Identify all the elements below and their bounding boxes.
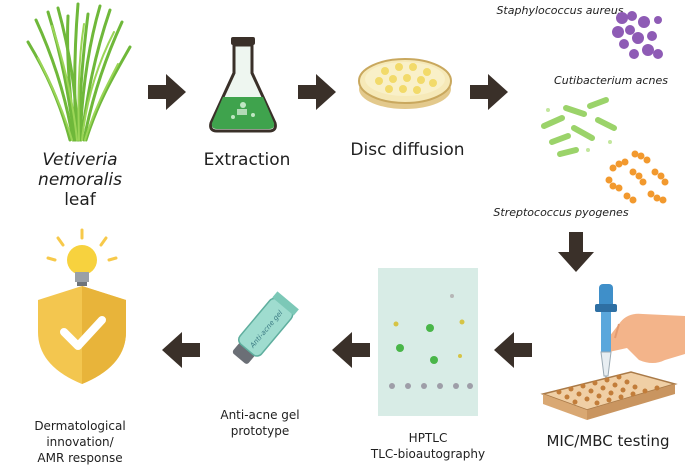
- tlc-plate: [378, 268, 478, 416]
- flask-icon: [209, 37, 277, 133]
- gel-tube-icon: Anti-acne gel: [232, 291, 299, 364]
- arrow-right-icon: [298, 74, 336, 110]
- arrow-right-icon: [148, 74, 186, 110]
- streptococcus-icon: [605, 150, 669, 204]
- hptlc-line2: TLC-bioautography: [370, 447, 486, 461]
- gel-line1: Anti-acne gel: [220, 408, 300, 422]
- arrow-down-icon: [558, 232, 594, 272]
- final-line1: Dermatological: [34, 419, 126, 433]
- arrow-left-icon: [494, 332, 532, 368]
- extraction-label: Extraction: [203, 150, 291, 170]
- vetiver-leaf-illustration: [26, 2, 132, 142]
- final-label: Dermatological innovation/ AMR response: [20, 418, 140, 466]
- arrow-left-icon: [162, 332, 200, 368]
- final-line2: innovation/: [46, 435, 114, 449]
- cutibacterium-icon: [541, 97, 617, 157]
- hptlc-label: HPTLC TLC-bioautography: [365, 430, 491, 462]
- shield-bulb-icon: [38, 228, 126, 384]
- leaf-suffix: leaf: [64, 190, 96, 210]
- staph-label: Staphylococcus aureus: [496, 4, 624, 17]
- strep-label: Streptococcus pyogenes: [493, 206, 629, 219]
- gel-label: Anti-acne gel prototype: [205, 407, 315, 439]
- staphylococcus-icon: [612, 11, 663, 59]
- mic-mbc-label: MIC/MBC testing: [546, 432, 670, 450]
- tlc-spots: [389, 294, 473, 389]
- leaf-label: Vetiveria nemoralis leaf: [0, 150, 160, 210]
- gel-line2: prototype: [230, 424, 290, 438]
- petri-dish-icon: [358, 58, 452, 109]
- cuti-label: Cutibacterium acnes: [554, 74, 668, 87]
- hptlc-line1: HPTLC: [408, 431, 448, 445]
- disc-diffusion-label: Disc diffusion: [350, 140, 465, 160]
- final-line3: AMR response: [37, 451, 123, 465]
- mic-mbc-illustration: [540, 284, 685, 420]
- leaf-species-name: Vetiveria nemoralis: [38, 150, 122, 190]
- arrow-left-icon: [332, 332, 370, 368]
- arrow-right-icon: [470, 74, 508, 110]
